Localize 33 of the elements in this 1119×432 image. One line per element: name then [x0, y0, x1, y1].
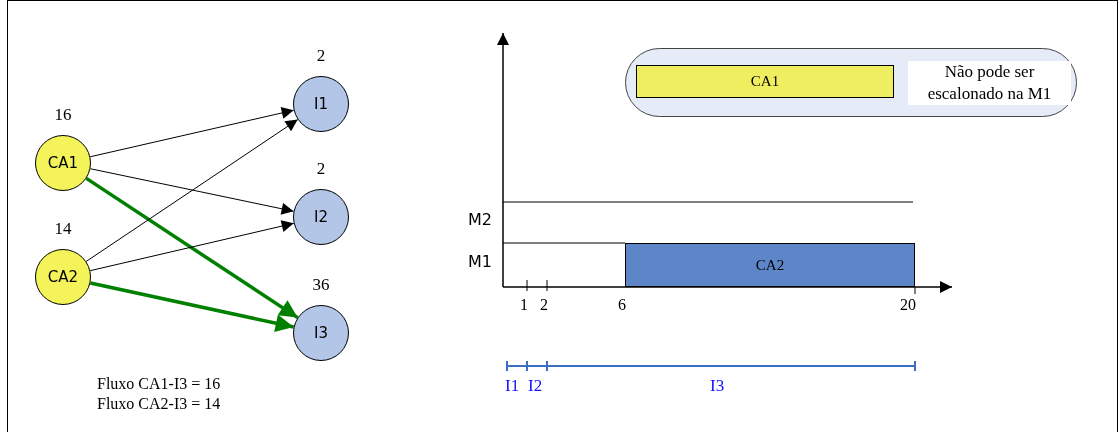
task-bar [636, 65, 894, 98]
tick-label: 2 [540, 295, 548, 315]
arrow [85, 119, 299, 262]
arrow [90, 281, 294, 333]
node-label: I2 [314, 206, 328, 228]
tick-label: 20 [900, 295, 916, 315]
node-label: Não pode ser escalonado na M1 [926, 61, 1053, 105]
node-value: 2 [315, 159, 327, 179]
task-bar [625, 243, 915, 287]
note-text: Fluxo CA2-I3 = 14 [97, 394, 221, 414]
node-label: I1 [314, 93, 328, 115]
node-label: I3 [314, 322, 328, 344]
node-label: CA1 [750, 72, 780, 92]
arrow [89, 168, 295, 215]
interval-label: I3 [710, 376, 725, 396]
node-label: CA2 [755, 255, 785, 275]
arrow [89, 107, 295, 158]
interval-label: I2 [528, 376, 543, 396]
note-box [908, 61, 1071, 105]
node-value: 16 [53, 105, 73, 125]
arrow [89, 220, 295, 272]
node-label: CA2 [47, 266, 79, 288]
node-value: 14 [53, 219, 73, 239]
row-label: M2 [468, 210, 492, 230]
tick-label: 6 [618, 295, 626, 315]
node-value: 36 [311, 275, 331, 295]
row-label: M1 [468, 252, 492, 272]
arrow [85, 176, 299, 320]
node-label: CA1 [47, 152, 79, 174]
note-text: Fluxo CA1-I3 = 16 [97, 374, 221, 394]
interval-label: I1 [505, 376, 520, 396]
tick-label: 1 [520, 295, 528, 315]
node-value: 2 [315, 46, 327, 66]
